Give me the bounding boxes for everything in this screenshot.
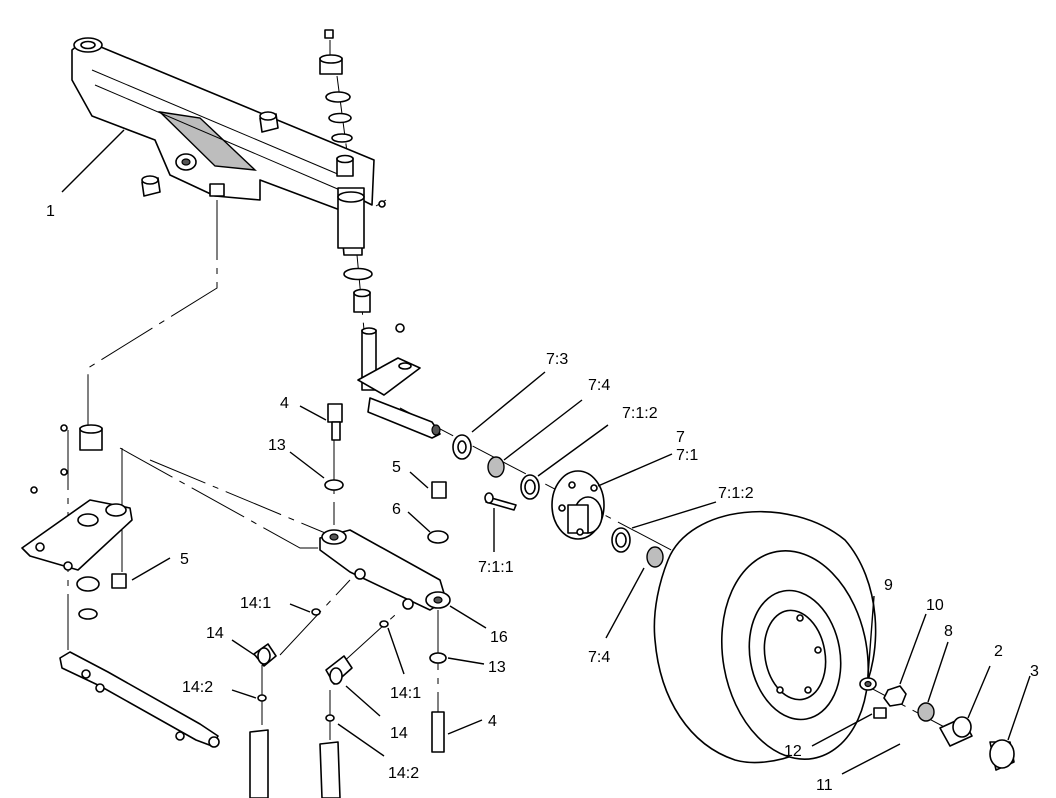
wheel-fasteners	[859, 677, 1015, 771]
callout-7-3: 7:3	[546, 351, 568, 368]
callout-7-1-2-inner: 7:1:2	[622, 405, 658, 422]
callout-3: 3	[1030, 663, 1039, 680]
seal-and-bearings-inner	[452, 434, 540, 500]
callout-4-upper: 4	[280, 395, 289, 412]
tire-wheel	[653, 510, 877, 764]
callout-7-1-1: 7:1:1	[478, 559, 514, 576]
callout-7-1-2-outer: 7:1:2	[718, 485, 754, 502]
callout-7: 7	[676, 429, 685, 446]
callout-13-lower: 13	[488, 659, 506, 676]
callout-labels: 1 4 13 5 6 5 7:1:1 7:3 7:4 7:1:2 7 7:1 7…	[46, 203, 1039, 794]
callout-9: 9	[884, 577, 893, 594]
hydraulic-fittings	[249, 608, 389, 798]
callout-7-4-outer: 7:4	[588, 649, 610, 666]
steering-arm	[21, 424, 133, 620]
callout-2: 2	[994, 643, 1003, 660]
outer-bearings	[611, 527, 664, 568]
spindle	[357, 323, 441, 439]
callout-14-2-left: 14:2	[182, 679, 213, 696]
axle-beam	[71, 37, 375, 256]
callout-7-4-inner: 7:4	[588, 377, 610, 394]
callout-16: 16	[490, 629, 508, 646]
callout-14-1-right: 14:1	[390, 685, 421, 702]
callout-6: 6	[392, 501, 401, 518]
leader-lines	[61, 129, 1031, 775]
tie-rod	[59, 651, 220, 748]
callout-10: 10	[926, 597, 944, 614]
callout-7-1: 7:1	[676, 447, 698, 464]
callout-5-arm: 5	[180, 551, 189, 568]
pivot-bushings	[141, 111, 279, 197]
hydraulic-cylinder	[319, 529, 451, 611]
callout-14-right: 14	[390, 725, 408, 742]
callout-14-1-left: 14:1	[240, 595, 271, 612]
kingpin-stack	[319, 29, 387, 313]
wheel-hub	[484, 470, 605, 540]
callout-8: 8	[944, 623, 953, 640]
callout-14-2-right: 14:2	[388, 765, 419, 782]
callout-11: 11	[816, 777, 833, 794]
callout-12: 12	[784, 743, 802, 760]
callout-4-lower: 4	[488, 713, 497, 730]
cylinder-fasteners	[324, 403, 449, 753]
callout-5-cylinder: 5	[392, 459, 401, 476]
callout-14-left: 14	[206, 625, 224, 642]
callout-13-upper: 13	[268, 437, 286, 454]
callout-1: 1	[46, 203, 55, 220]
